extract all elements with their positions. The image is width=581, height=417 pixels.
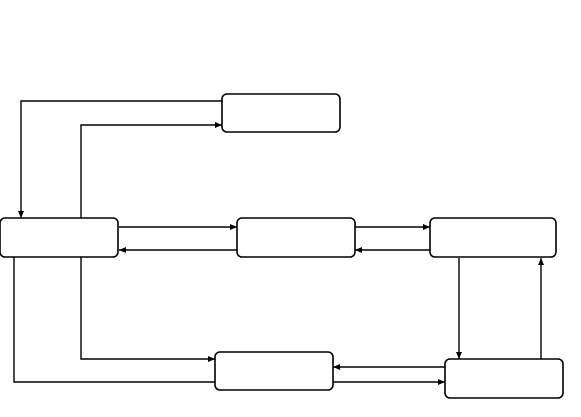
node-center bbox=[236, 217, 356, 258]
edge-top-to-left bbox=[18, 100, 222, 218]
edge-left-to-bottom-middle bbox=[80, 257, 215, 362]
nodes bbox=[0, 93, 564, 399]
node-bottom-right bbox=[444, 358, 564, 399]
node-top bbox=[221, 93, 341, 133]
node-left bbox=[0, 217, 119, 258]
edge-left-to-top bbox=[80, 122, 222, 218]
node-right bbox=[429, 217, 557, 258]
node-bottom-middle bbox=[214, 351, 334, 391]
